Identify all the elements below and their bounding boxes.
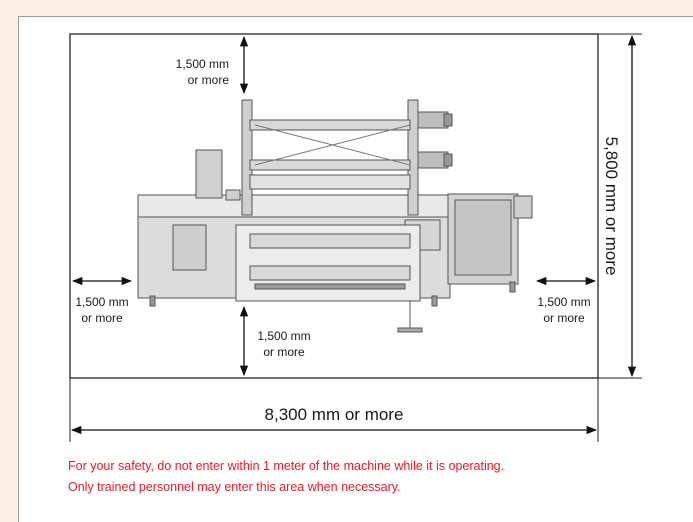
top-clearance-label-2: or more <box>188 73 230 87</box>
right-clearance-label-1: 1,500 mm <box>537 295 590 309</box>
machine-illustration <box>137 99 533 333</box>
left-clearance-label-2: or more <box>81 311 123 325</box>
safety-note-line-2: Only trained personnel may enter this ar… <box>68 480 401 494</box>
total-width-label: 8,300 mm or more <box>265 405 404 424</box>
total-height-label: 5,800 mm or more <box>602 137 621 276</box>
top-clearance-label-1: 1,500 mm <box>176 57 229 71</box>
right-clearance-label-2: or more <box>543 311 585 325</box>
bottom-clearance-label-2: or more <box>263 345 305 359</box>
left-clearance-label-1: 1,500 mm <box>75 295 128 309</box>
bottom-clearance-label-1: 1,500 mm <box>257 329 310 343</box>
installation-area-outline <box>69 33 599 379</box>
safety-note-line-1: For your safety, do not enter within 1 m… <box>68 459 505 473</box>
